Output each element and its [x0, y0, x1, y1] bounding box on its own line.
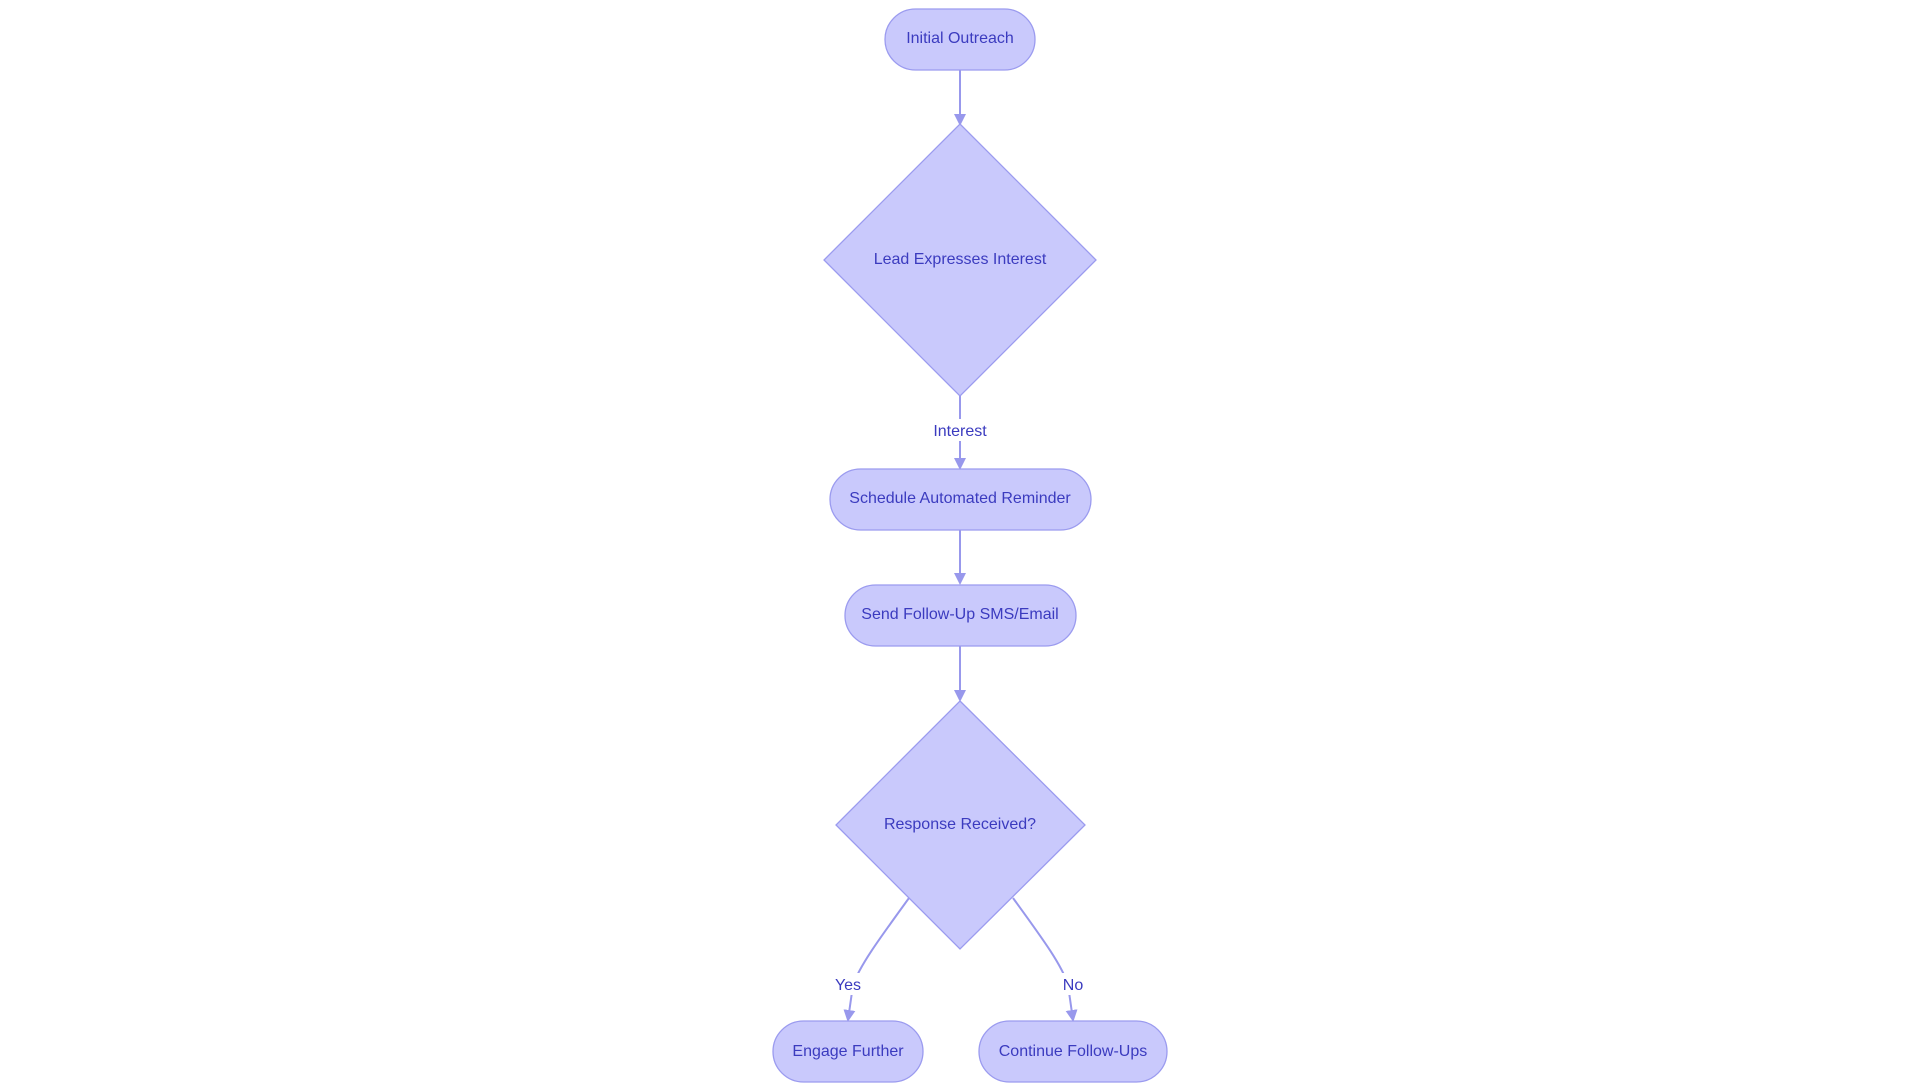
edge-response-no: No — [1012, 897, 1086, 1022]
node-engage-further: Engage Further — [772, 1020, 924, 1083]
edge-label-no: No — [1063, 977, 1084, 994]
node-label-send-follow-up: Send Follow-Up SMS/Email — [861, 606, 1058, 623]
edge-label-yes: Yes — [835, 977, 861, 994]
node-response-received: Response Received? — [835, 700, 1086, 950]
edge-response-yes: Yes — [832, 897, 910, 1022]
node-send-follow-up: Send Follow-Up SMS/Email — [844, 584, 1077, 647]
node-label-response-received: Response Received? — [884, 816, 1036, 833]
node-label-initial-outreach: Initial Outreach — [906, 30, 1014, 47]
edge-label-interest: Interest — [933, 423, 987, 440]
node-label-lead-expresses-interest: Lead Expresses Interest — [874, 251, 1047, 268]
node-label-continue-follow-ups: Continue Follow-Ups — [999, 1043, 1148, 1060]
node-schedule-automated-reminder: Schedule Automated Reminder — [829, 468, 1092, 531]
edge-interest-to-schedule: Interest — [928, 396, 992, 470]
node-label-schedule-automated-reminder: Schedule Automated Reminder — [849, 490, 1071, 507]
node-initial-outreach: Initial Outreach — [884, 8, 1036, 71]
node-lead-expresses-interest: Lead Expresses Interest — [823, 123, 1097, 397]
node-label-engage-further: Engage Further — [792, 1043, 904, 1060]
node-continue-follow-ups: Continue Follow-Ups — [978, 1020, 1168, 1083]
